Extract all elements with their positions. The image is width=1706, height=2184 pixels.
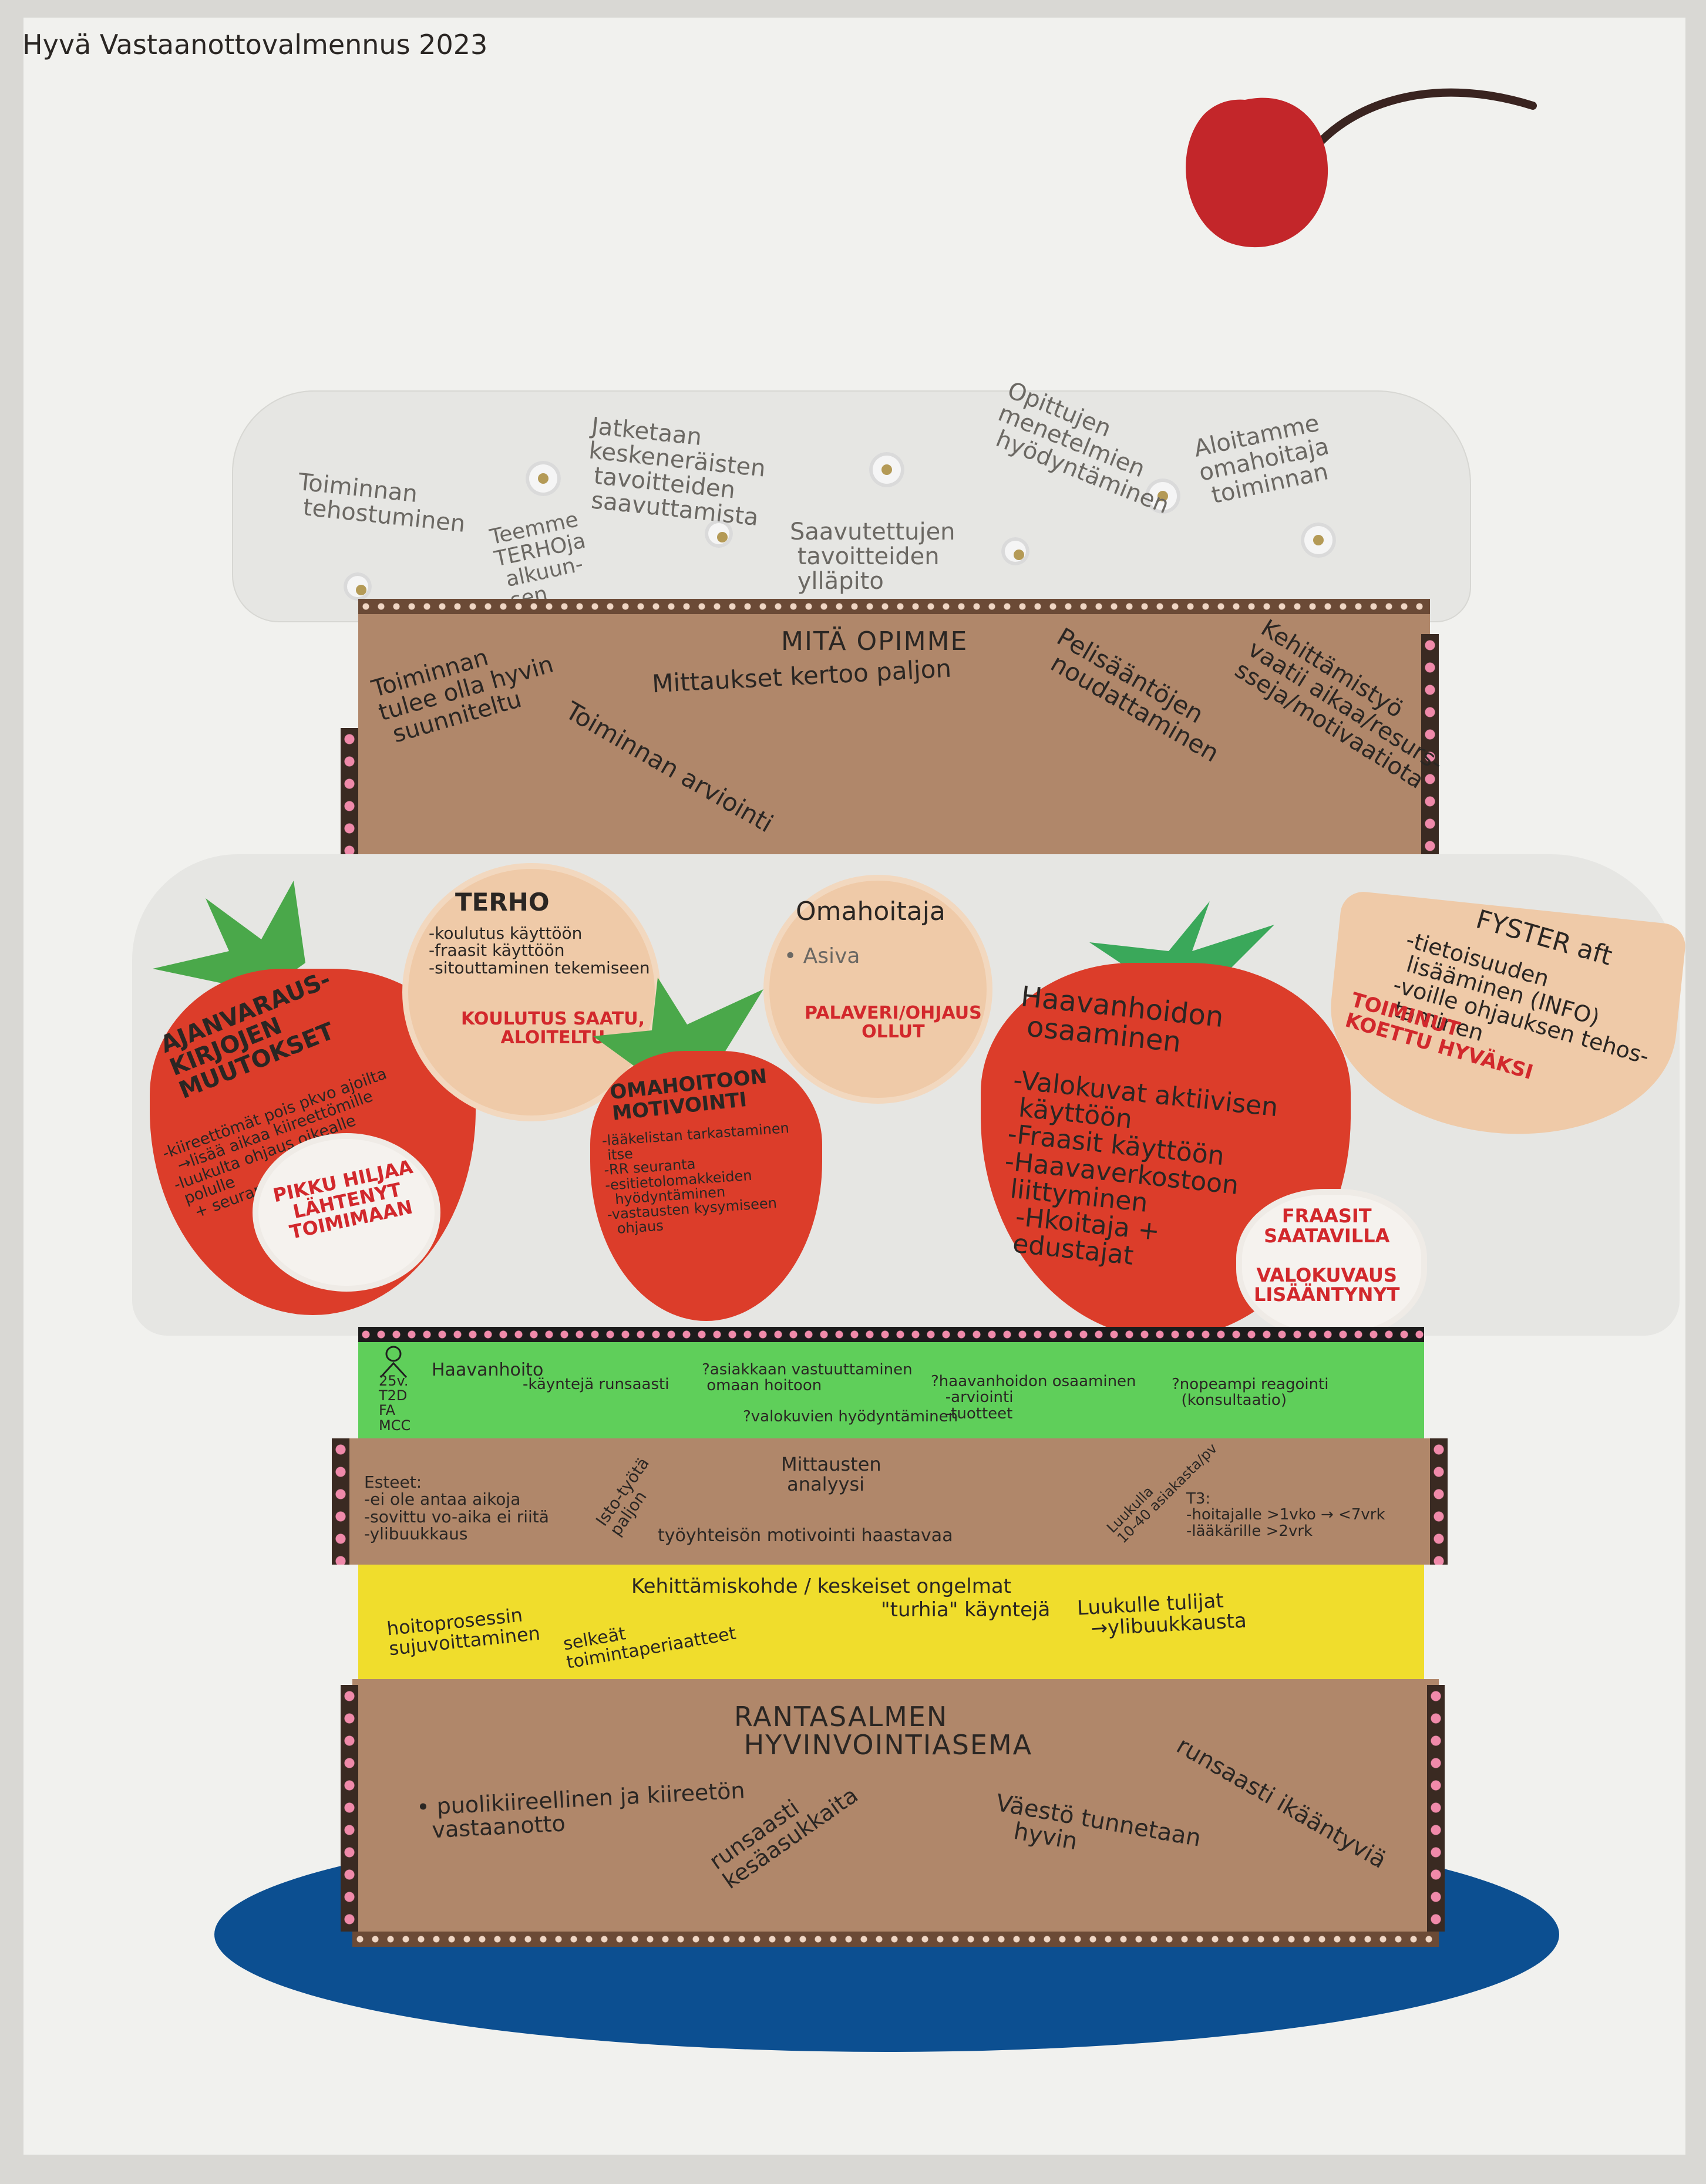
layer-title: MITÄ OPIMME: [781, 626, 968, 656]
lace-trim: [352, 1932, 1439, 1947]
flower-icon: [344, 572, 372, 601]
frosting-note: Teemme TERHOja alkuun- sen: [487, 507, 588, 614]
fruit-text: -lääkelistan tarkastaminen itse -RR seur…: [601, 1120, 790, 1238]
heart-trim: [341, 1685, 358, 1932]
heart-trim: [1427, 1685, 1445, 1932]
cherry-icon: [1186, 88, 1537, 248]
status-bubble: [258, 1139, 435, 1286]
flower-icon: [1301, 523, 1336, 558]
green-note: -käyntejä runsaasti: [523, 1376, 669, 1393]
green-note: ?haavanhoidon osaaminen -arviointi -tuot…: [931, 1373, 1136, 1423]
green-note: ?valokuvien hyödyntäminen: [743, 1408, 958, 1425]
fruit-text: -koulutus käyttöön -fraasit käyttöön -si…: [429, 924, 650, 978]
yellow-note: selkeät toimintaperiaatteet: [561, 1623, 738, 1673]
layer-green: 25v. T2D FA MCC Haavanhoito -käyntejä ru…: [352, 1327, 1430, 1444]
flower-icon: [1145, 478, 1180, 514]
poster-title: Hyvä Vastaanottovalmennus 2023: [22, 29, 488, 60]
heart-trim: [1421, 634, 1439, 860]
person-icon: [379, 1346, 408, 1379]
flower-icon: [869, 452, 904, 487]
strawberry-leaves-icon: [153, 881, 305, 992]
layer-learnings: MITÄ OPIMME Toiminnan tulee olla hyvin s…: [341, 599, 1448, 860]
fruit-status: PALAVERI/OHJAUS OLLUT: [805, 1003, 982, 1042]
cake-frosting: [232, 390, 1471, 622]
layer-obstacles: Esteet: -ei ole antaa aikoja -sovittu vo…: [332, 1433, 1448, 1570]
fruit-status: FRAASIT SAATAVILLA VALOKUVAUS LISÄÄNTYNY…: [1254, 1205, 1400, 1306]
obstacle-note: Mittausten analyysi: [781, 1453, 881, 1495]
green-note: ?asiakkaan vastuuttaminen omaan hoitoon: [702, 1361, 913, 1395]
base-title: RANTASALMEN HYVINVOINTIASEMA: [734, 1701, 1033, 1761]
fruit-title: TERHO: [455, 888, 550, 916]
heart-trim: [358, 1327, 1424, 1342]
flower-icon: [705, 520, 733, 548]
yellow-title: Kehittämiskohde / keskeiset ongelmat: [631, 1575, 1011, 1598]
fruit-text: -Valokuvat aktiivisen käyttöön -Fraasit …: [995, 1065, 1280, 1272]
yellow-note: Luukulle tulijat →ylibuukkausta: [1076, 1589, 1247, 1642]
lace-trim: [358, 599, 1430, 614]
cardboard-layer: [344, 1438, 1436, 1565]
tag-terho: [408, 869, 655, 1115]
obstacle-note: Esteet: -ei ole antaa aikoja -sovittu vo…: [364, 1472, 549, 1544]
obstacle-note: T3: -hoitajalle >1vko → <7vrk -lääkärill…: [1186, 1490, 1385, 1540]
layer-base: RANTASALMEN HYVINVOINTIASEMA • puolikiir…: [341, 1679, 1451, 1949]
frosting-note: Jatketaan keskeneräisten tavoitteiden sa…: [582, 412, 767, 531]
heart-trim: [341, 728, 358, 860]
flower-icon: [1001, 537, 1029, 565]
heart-trim: [332, 1438, 349, 1565]
fruit-status: KOULUTUS SAATU, ALOITELTU: [461, 1009, 645, 1048]
heart-trim: [1430, 1438, 1448, 1565]
tag-omahoitaja: [769, 881, 987, 1098]
obstacle-note: työyhteisön motivointi haastavaa: [658, 1525, 953, 1546]
cardboard-layer: [358, 611, 1430, 860]
frosting-note: Saavutettujen tavoitteiden ylläpito: [790, 518, 955, 595]
green-note: Haavanhoito: [432, 1360, 544, 1380]
cardboard-layer: [352, 1679, 1439, 1940]
fruit-text: • Asiva: [784, 944, 860, 968]
green-left-note: 25v. T2D FA MCC: [379, 1373, 411, 1434]
fruit-title: Omahoitaja: [796, 896, 945, 926]
status-bubble: [1242, 1195, 1421, 1333]
layer-yellow: Kehittämiskohde / keskeiset ongelmat hoi…: [358, 1565, 1424, 1688]
green-note: ?nopeampi reagointi (konsultaatio): [1172, 1376, 1329, 1410]
green-strip: [358, 1337, 1424, 1440]
strawberry-omahoitoon: [590, 1051, 822, 1321]
flower-icon: [526, 461, 561, 496]
yellow-note: hoitoprosessin sujuvoittaminen: [385, 1603, 541, 1660]
yellow-note: "turhia" käyntejä: [881, 1598, 1051, 1622]
